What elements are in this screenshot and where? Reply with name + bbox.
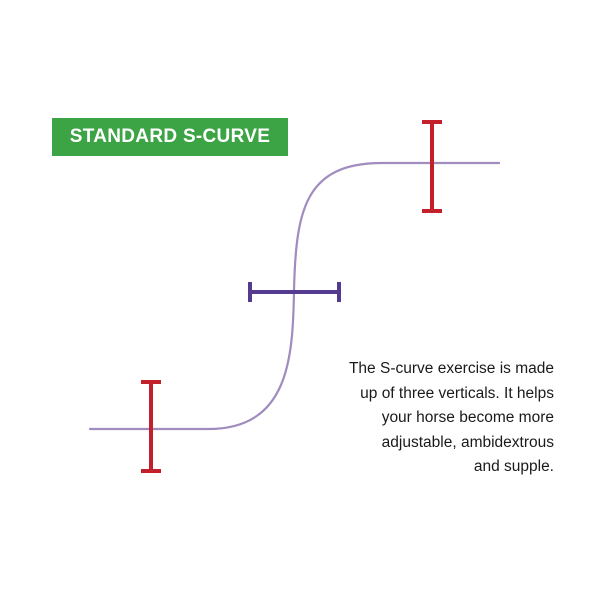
caption-line-5: and supple.	[473, 458, 554, 475]
vertical-three	[422, 120, 442, 213]
caption-line-3: your horse become more	[381, 409, 554, 426]
exercise-caption: The S-curve exercise is made up of three…	[300, 357, 554, 480]
diagram-title: STANDARD S-CURVE	[69, 126, 271, 147]
vertical-one	[141, 380, 161, 473]
vertical-two	[248, 282, 341, 302]
caption-line-1: The S-curve exercise is made	[348, 360, 554, 377]
title-badge: STANDARD S-CURVE	[52, 118, 288, 156]
caption-line-2: up of three verticals. It helps	[360, 384, 554, 402]
caption-line-4: adjustable, ambidextrous	[381, 433, 554, 451]
